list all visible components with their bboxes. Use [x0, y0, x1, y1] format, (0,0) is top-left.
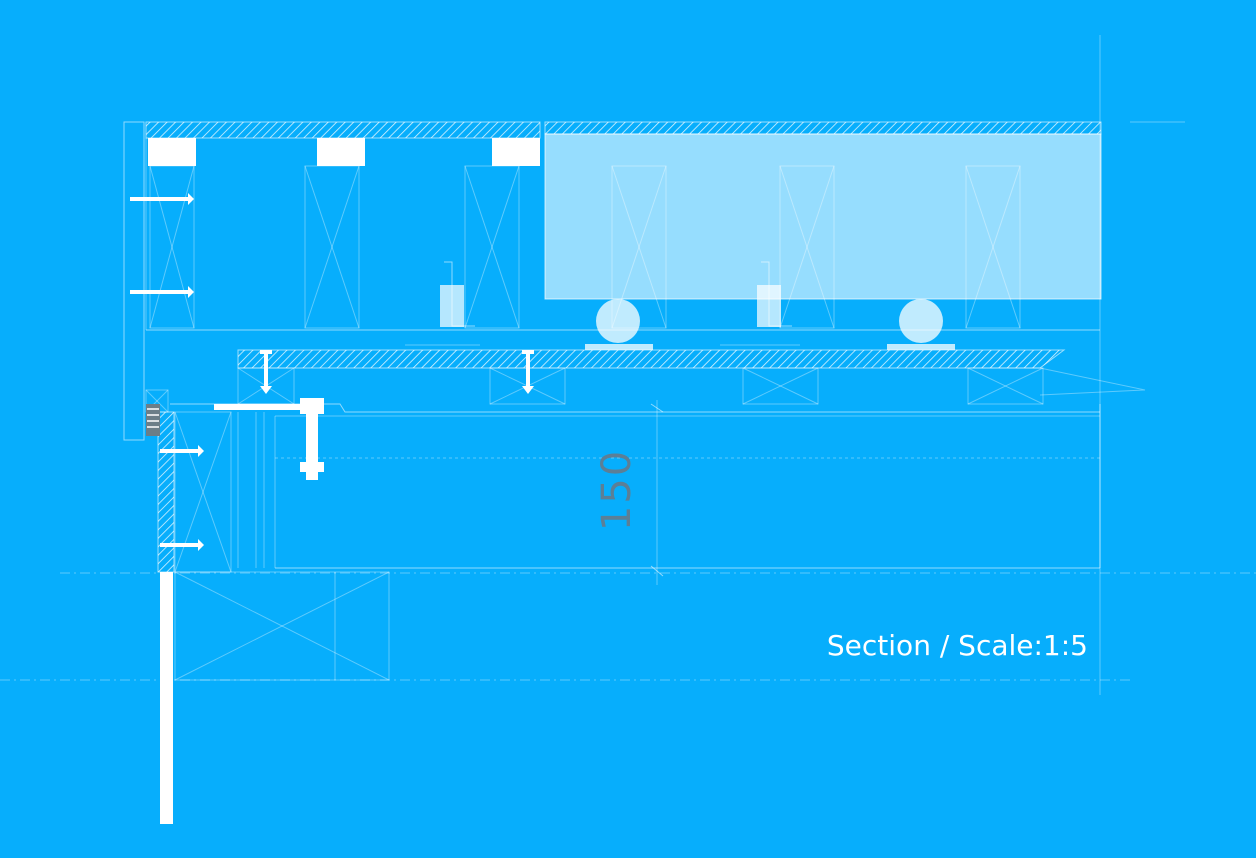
fascia-screws	[130, 193, 194, 298]
top-board-left	[145, 121, 541, 139]
spacer-block	[148, 138, 196, 166]
section-caption: Section / Scale:1:5	[827, 629, 1088, 662]
spring-clip	[146, 404, 160, 436]
base-block	[174, 571, 390, 681]
top-board-right	[544, 121, 1102, 135]
board-screws	[260, 350, 534, 394]
middle-board	[237, 349, 1066, 369]
fascia-board	[123, 121, 145, 441]
dimension-label: 150	[594, 449, 640, 531]
rollers	[585, 299, 955, 350]
spacer-block	[492, 138, 540, 166]
anchor-bolt	[214, 398, 324, 480]
rail-guides	[405, 261, 800, 346]
dimension-line	[650, 400, 664, 585]
middle-battens	[237, 367, 1044, 405]
spacer-block	[317, 138, 365, 166]
sliding-panel	[544, 133, 1102, 300]
vertical-post	[157, 411, 265, 824]
post-screws	[160, 445, 204, 551]
